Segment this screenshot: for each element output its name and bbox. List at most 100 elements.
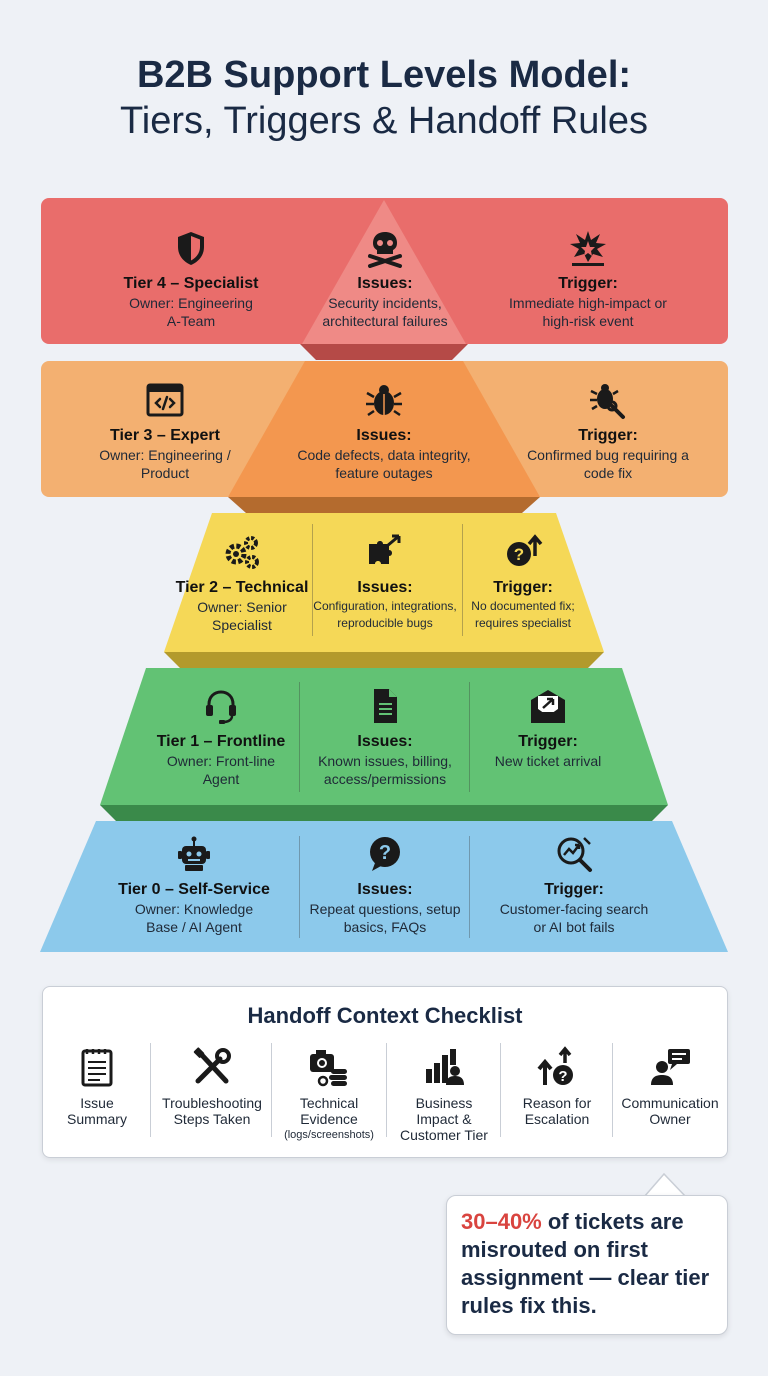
tier-2-divider-1 [312, 524, 313, 636]
explosion-icon [570, 231, 606, 266]
tier-0-name-cell: Tier 0 – Self-Service Owner: Knowledge B… [104, 834, 284, 936]
tier-2-issues-cell: Issues: Configuration, integrations, rep… [306, 532, 464, 632]
tier-2-issues-label: Issues: [357, 579, 413, 596]
tier-4-trigger-label: Trigger: [558, 275, 618, 292]
tier-0-trigger-cell: Trigger: Customer-facing search or AI bo… [496, 834, 652, 936]
callout-text: of tickets are misrouted on first assign… [461, 1209, 710, 1318]
puzzle-icon [369, 534, 401, 564]
checklist-item-business-impact: Business Impact & Customer Tier [389, 1045, 499, 1143]
tier-1-trigger: New ticket arrival [494, 753, 602, 769]
callout-highlight: 30–40% [461, 1209, 542, 1234]
tier-3-owner: Owner: Engineering / Product [99, 447, 231, 481]
tier-0-issues-label: Issues: [357, 881, 413, 898]
tier-4-trigger: Immediate high-impact or high-risk event [509, 295, 667, 329]
tier-1-name-cell: Tier 1 – Frontline Owner: Front-line Age… [146, 686, 296, 788]
escalation-icon: ? [537, 1046, 573, 1085]
tier-1-divider-1 [299, 682, 300, 792]
person-chat-icon [651, 1049, 690, 1085]
document-icon [374, 689, 397, 723]
tier-0-name: Tier 0 – Self-Service [118, 881, 270, 898]
tier-3-name: Tier 3 – Expert [110, 427, 220, 444]
tier-4-name: Tier 4 – Specialist [123, 275, 259, 292]
tier-3-issues-label: Issues: [356, 427, 412, 444]
tier-3-issues: Code defects, data integrity, feature ou… [297, 447, 471, 481]
tier-3-name-cell: Tier 3 – Expert Owner: Engineering / Pro… [80, 380, 250, 482]
bug-icon [366, 385, 402, 417]
checklist-title: Handoff Context Checklist [247, 1003, 523, 1028]
skull-crossbones-icon [368, 232, 402, 268]
code-window-icon [146, 383, 184, 417]
tier-0-trigger-label: Trigger: [544, 881, 604, 898]
tier-2-trapezoid [164, 513, 604, 652]
tier-1-issues: Known issues, billing, access/permission… [318, 753, 452, 787]
question-bubble-icon: ? [370, 837, 400, 871]
checklist-label-communication-owner: Communication Owner [621, 1095, 719, 1127]
checklist-divider [271, 1043, 272, 1137]
chart-person-icon [426, 1049, 464, 1085]
checklist-item-troubleshooting: Troubleshooting Steps Taken [153, 1045, 271, 1127]
checklist-item-issue-summary: Issue Summary [51, 1045, 143, 1127]
tier-2-divider-2 [462, 524, 463, 636]
tier-0-issues-cell: ? Issues: Repeat questions, setup basics… [306, 834, 464, 936]
gears-icon [225, 536, 259, 569]
checklist-label-issue-summary: Issue Summary [67, 1095, 127, 1127]
tier-0-trigger: Customer-facing search or AI bot fails [499, 901, 649, 935]
tier-3-trigger: Confirmed bug requiring a code fix [527, 447, 689, 481]
tier-1-trapezoid [100, 668, 668, 805]
camera-logs-icon [310, 1050, 347, 1087]
tier-4-owner: Owner: Engineering A-Team [129, 295, 253, 329]
tier-2-trigger-cell: ? Trigger: No documented fix; requires s… [462, 532, 584, 632]
handoff-checklist: Handoff Context Checklist Issue Summary … [42, 986, 728, 1158]
tier-2-name-cell: Tier 2 – Technical Owner: Senior Special… [172, 532, 312, 634]
checklist-label-business-impact: Business Impact & Customer Tier [400, 1095, 488, 1143]
checklist-label-troubleshooting: Troubleshooting Steps Taken [162, 1095, 262, 1127]
checklist-item-communication-owner: Communication Owner [615, 1045, 725, 1127]
tier-4-issues-label: Issues: [357, 275, 413, 292]
tier-shapes [40, 198, 728, 952]
tier-3-trapezoid [228, 361, 540, 497]
tier-4-issues-cell: Issues: Security incidents, architectura… [310, 228, 460, 330]
tools-icon [193, 1047, 231, 1084]
tier-4-name-cell: Tier 4 – Specialist Owner: Engineering A… [96, 228, 286, 330]
checklist-divider [500, 1043, 501, 1137]
headset-icon [206, 690, 236, 724]
title-line-1: B2B Support Levels Model: [136, 54, 632, 96]
title-line-2: Tiers, Triggers & Handoff Rules [120, 100, 648, 142]
tier-1-owner: Owner: Front-line Agent [166, 753, 276, 787]
shield-icon [178, 232, 204, 265]
tier-4-tip [302, 200, 466, 344]
notepad-icon [81, 1049, 113, 1087]
svg-text:?: ? [558, 1068, 567, 1085]
misroute-callout: 30–40% of tickets are misrouted on first… [446, 1195, 728, 1335]
tier-2-issues: Configuration, integrations, reproducibl… [313, 599, 457, 630]
tier-0-trapezoid [40, 821, 728, 952]
checklist-item-technical-evidence: Technical Evidence (logs/screenshots) [273, 1045, 385, 1143]
tier-1-divider-2 [469, 682, 470, 792]
tier-1-name: Tier 1 – Frontline [156, 733, 286, 750]
tier-1-issues-cell: Issues: Known issues, billing, access/pe… [306, 686, 464, 788]
tier-1-edge [100, 805, 668, 821]
svg-text:?: ? [514, 545, 524, 564]
envelope-arrow-icon [531, 690, 565, 723]
svg-text:?: ? [379, 842, 391, 864]
robot-icon [178, 836, 210, 871]
tier-4-issues: Security incidents, architectural failur… [322, 295, 448, 329]
checklist-note-technical-evidence: (logs/screenshots) [284, 1129, 374, 1141]
tier-2-name: Tier 2 – Technical [175, 579, 309, 596]
tier-2-edge [164, 652, 604, 668]
tier-0-divider-2 [469, 836, 470, 938]
tier-3-edge [228, 497, 540, 513]
tier-0-divider-1 [299, 836, 300, 938]
checklist-label-reason-escalation: Reason for Escalation [522, 1095, 592, 1127]
question-arrow-icon: ? [507, 534, 543, 566]
tier-3-trigger-label: Trigger: [578, 427, 638, 444]
search-trend-icon [557, 837, 592, 872]
tier-4-tip-edge [300, 344, 468, 360]
tier-3-trigger-cell: Trigger: Confirmed bug requiring a code … [520, 380, 696, 482]
tier-2-owner: Owner: Senior Specialist [197, 599, 287, 633]
tier-2-trigger: No documented fix; requires specialist [471, 599, 575, 630]
bug-wrench-icon [590, 384, 625, 419]
tier-1-issues-label: Issues: [357, 733, 413, 750]
checklist-divider [612, 1043, 613, 1137]
checklist-divider [150, 1043, 151, 1137]
